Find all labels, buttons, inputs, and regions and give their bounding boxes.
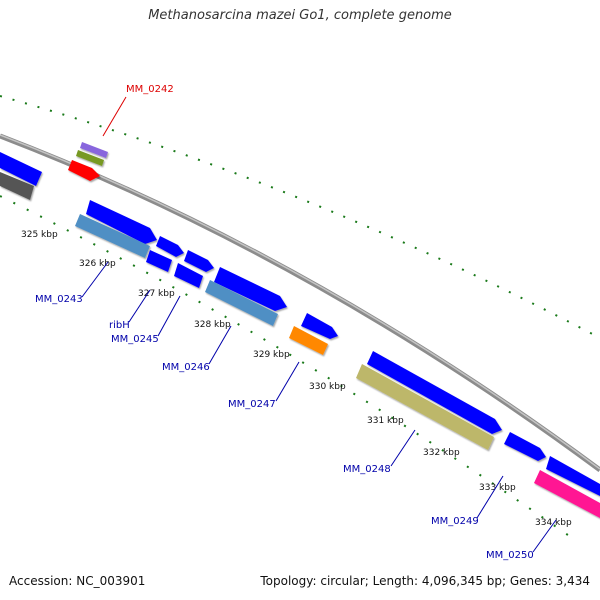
mm0242-feature-stack <box>68 142 108 181</box>
label-leader-lines <box>81 96 557 553</box>
gene-box[interactable] <box>356 364 494 450</box>
gene-label[interactable]: ribH <box>109 320 130 331</box>
gene-label[interactable]: MM_0242 <box>126 84 174 95</box>
gene-box[interactable] <box>534 470 600 518</box>
gene-arrow[interactable] <box>184 250 214 272</box>
map-title: Methanosarcina mazei Go1, complete genom… <box>148 8 452 23</box>
gene-arrow[interactable] <box>156 236 184 257</box>
inner-tick-ring <box>0 195 576 541</box>
gene-box[interactable] <box>80 142 108 158</box>
label-leader-line <box>275 361 300 402</box>
gene-box[interactable] <box>146 250 172 272</box>
label-leader-line <box>476 475 504 519</box>
label-leader-line <box>532 519 557 553</box>
genome-info-text: Topology: circular; Length: 4,096,345 bp… <box>260 574 590 588</box>
gene-arrow[interactable] <box>68 160 100 181</box>
ruler-label: 333 kbp <box>479 483 516 493</box>
label-leader-line <box>128 289 151 323</box>
label-leader-line <box>81 261 109 298</box>
gene-box[interactable] <box>205 280 278 326</box>
gene-box[interactable] <box>289 326 328 355</box>
ruler-label: 330 kbp <box>309 382 346 392</box>
gene-label[interactable]: MM_0245 <box>111 334 159 345</box>
label-leader-line <box>390 429 416 467</box>
ruler-label: 325 kbp <box>21 230 58 240</box>
ruler-label: 332 kbp <box>423 448 460 458</box>
gene-label[interactable]: MM_0249 <box>431 516 479 527</box>
gene-label[interactable]: MM_0247 <box>228 399 276 410</box>
gene-arrow[interactable] <box>504 432 546 461</box>
gene-label[interactable]: MM_0246 <box>162 362 210 373</box>
gene-box[interactable] <box>76 150 104 166</box>
gene-arrow[interactable] <box>214 267 287 311</box>
gene-box[interactable] <box>75 214 150 258</box>
accession-text: Accession: NC_003901 <box>9 574 146 588</box>
gene-arrow[interactable] <box>367 351 502 434</box>
gene-arrow[interactable] <box>546 456 600 496</box>
label-leader-line <box>102 96 127 137</box>
ruler-label: 331 kbp <box>367 416 404 426</box>
gene-label[interactable]: MM_0248 <box>343 464 391 475</box>
ruler-label: 329 kbp <box>253 350 290 360</box>
label-leader-line <box>157 295 181 337</box>
gene-box[interactable] <box>174 263 203 288</box>
gene-label[interactable]: MM_0250 <box>486 550 534 561</box>
coordinate-ruler: 325 kbp 326 kbp 327 kbp 328 kbp 329 kbp 330 k… <box>21 230 572 528</box>
gene-label[interactable]: MM_0243 <box>35 294 83 305</box>
gene-arrow[interactable] <box>86 200 157 244</box>
label-leader-line <box>208 325 232 365</box>
gene-box[interactable] <box>0 172 34 200</box>
ruler-label: 326 kbp <box>79 259 116 269</box>
outer-tick-ring <box>0 95 600 339</box>
gene-arrow[interactable] <box>301 313 338 339</box>
ruler-label: 328 kbp <box>194 320 231 330</box>
gene-arrow[interactable] <box>0 152 42 186</box>
ruler-label: 327 kbp <box>138 289 175 299</box>
genome-backbone <box>0 133 600 473</box>
